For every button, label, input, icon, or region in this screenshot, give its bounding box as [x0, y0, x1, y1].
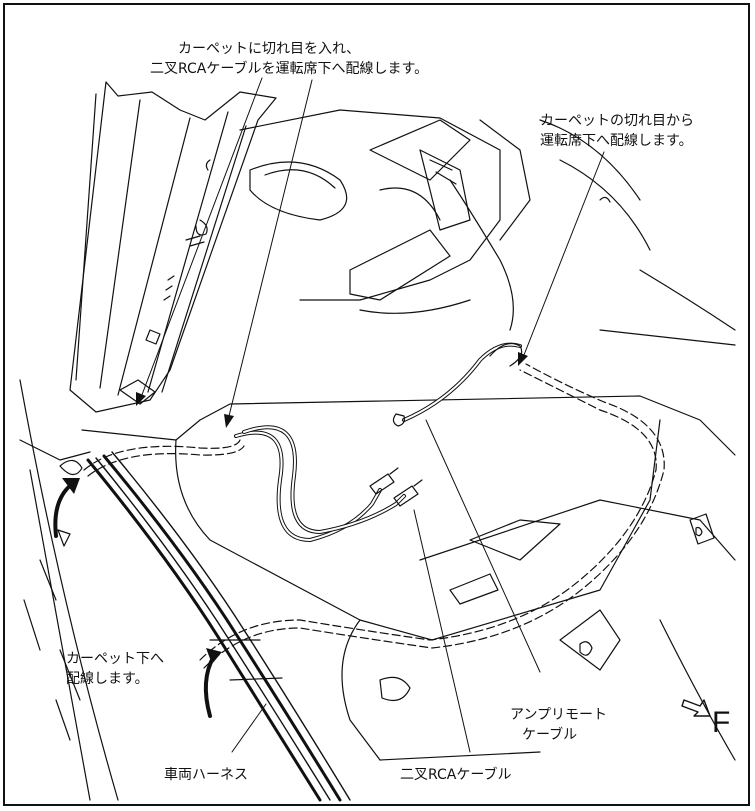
vehicle-harness: [86, 451, 351, 802]
callout-carpet-cut-line2: 二叉RCAケーブルを運転席下へ配線します。: [150, 61, 429, 77]
seat-frame: [69, 81, 277, 413]
callout-from-cut-line1: カーペットの切れ目から: [540, 113, 694, 129]
callout-rca-cable: 二叉RCAケーブル: [400, 767, 512, 783]
callout-under-carpet-line2: 配線します。: [66, 671, 149, 687]
leader-lines: [139, 77, 605, 753]
rca-cable-route-dashed: [83, 363, 665, 669]
callout-vehicle-harness: 車両ハーネス: [164, 767, 248, 783]
callout-carpet-cut-line1: カーペットに切れ目を入れ、: [178, 41, 361, 57]
rear-body-parts: [239, 109, 651, 314]
callout-under-carpet-line1: カーペット下へ: [66, 651, 164, 667]
forward-arrow-icon: [681, 699, 711, 717]
direction-front-label: F: [712, 706, 731, 739]
leader-arrowheads: [136, 352, 528, 428]
floor-contours: [19, 269, 736, 801]
callout-amp-remote-line2: ケーブル: [522, 727, 578, 743]
callout-amp-remote-line1: アンプリモート: [510, 707, 608, 723]
callout-from-cut-line2: 運転席下へ配線します。: [540, 133, 693, 149]
amp-remote-cable: [392, 179, 523, 427]
routing-arrowheads: [62, 478, 222, 664]
rca-cable: [234, 425, 423, 542]
